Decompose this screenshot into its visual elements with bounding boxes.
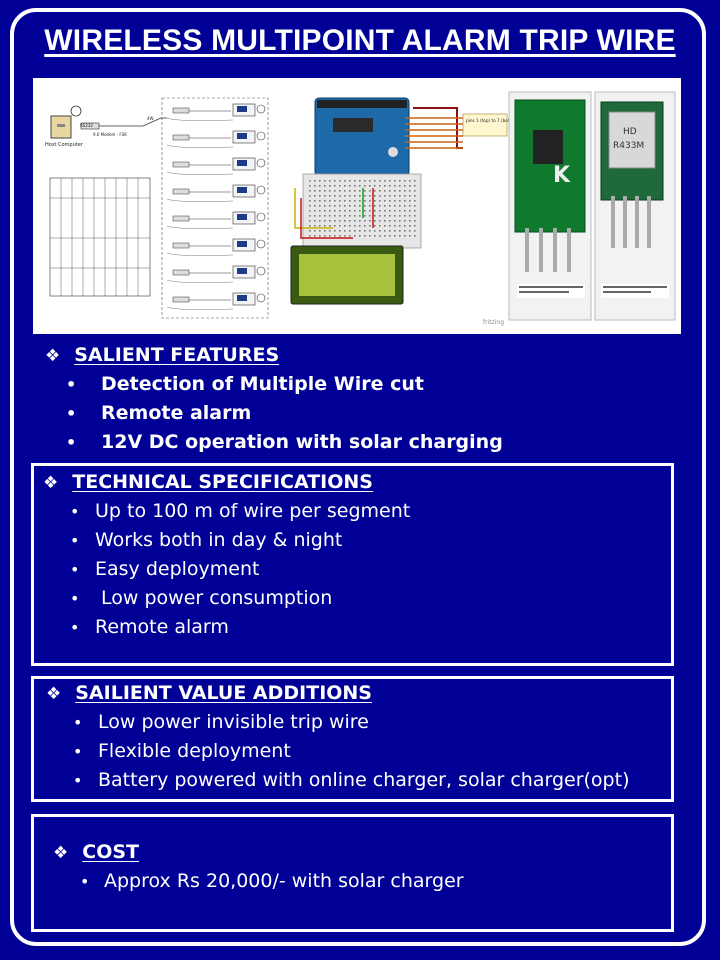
network-node	[166, 265, 266, 283]
network-node	[166, 184, 266, 202]
bullet-icon: •	[66, 433, 77, 452]
value-additions-box	[31, 676, 674, 802]
salient-features-heading: ❖ SALIENT FEATURES	[45, 344, 279, 366]
list-item-text: Low power invisible trip wire	[98, 711, 369, 733]
fritzing-label: fritzing	[483, 319, 504, 326]
rf-receiver-module: K	[508, 91, 592, 321]
network-node	[166, 130, 266, 148]
list-item-text: Easy deployment	[95, 558, 260, 580]
bullet-icon: •	[70, 502, 80, 521]
list-item-text: Remote alarm	[95, 616, 229, 638]
value-additions-heading: ❖ SAILIENT VALUE ADDITIONS	[46, 682, 372, 704]
salient-features-title: SALIENT FEATURES	[74, 344, 280, 366]
page-frame	[10, 8, 706, 946]
cost-title: COST	[82, 841, 139, 863]
network-node	[166, 211, 266, 229]
list-item-text: Remote alarm	[101, 402, 252, 424]
host-modem-label: 9.6 Modem - FSK	[93, 132, 127, 137]
list-item-text: 12V DC operation with solar charging	[101, 431, 503, 453]
host-rs232-label: RS232	[80, 123, 93, 128]
list-item-text: Works both in day & night	[95, 529, 343, 551]
technical-specifications-box	[31, 463, 674, 666]
cost-box	[31, 814, 674, 932]
list-item-text: Approx Rs 20,000/- with solar charger	[104, 870, 464, 892]
arduino-circuit: pins 1 (top) to 7 (bottom) on the 3 x 4 …	[290, 97, 563, 326]
page-title: WIRELESS MULTIPOINT ALARM TRIP WIRE	[44, 24, 676, 57]
cost-heading: ❖ COST	[53, 841, 139, 863]
bullet-icon: •	[73, 713, 83, 732]
bullet-icon: •	[70, 618, 80, 637]
bullet-icon: •	[70, 589, 80, 608]
network-node	[166, 238, 266, 256]
transmitter-chip-line1: HD	[623, 127, 637, 137]
diamond-icon: ❖	[45, 346, 61, 366]
diamond-icon: ❖	[53, 843, 69, 863]
bullet-icon: •	[73, 771, 83, 790]
rf-transmitter-module: HD R433M	[594, 91, 676, 321]
list-item-text: Detection of Multiple Wire cut	[101, 373, 424, 395]
technical-specifications-title: TECHNICAL SPECIFICATIONS	[72, 471, 373, 493]
bullet-icon: •	[80, 872, 90, 891]
bullet-icon: •	[73, 742, 83, 761]
value-additions-title: SAILIENT VALUE ADDITIONS	[75, 682, 372, 704]
link-label: 4W	[147, 116, 154, 121]
bullet-icon: •	[66, 375, 77, 394]
network-node	[166, 103, 266, 121]
list-item-text: Flexible deployment	[98, 740, 291, 762]
transmitter-chip-line2: R433M	[613, 141, 644, 151]
diamond-icon: ❖	[43, 473, 59, 493]
bullet-icon: •	[70, 560, 80, 579]
list-item-text: Low power consumption	[95, 587, 333, 609]
list-item-text: Up to 100 m of wire per segment	[95, 500, 411, 522]
figure-svg: Host Computer RS232 9.6 Modem - FSK 4W	[45, 91, 676, 326]
list-item-text: Battery powered with online charger, sol…	[98, 769, 630, 791]
technical-specifications-heading: ❖ TECHNICAL SPECIFICATIONS	[43, 471, 373, 493]
bullet-icon: •	[66, 404, 77, 423]
network-node	[166, 157, 266, 175]
diamond-icon: ❖	[46, 684, 62, 704]
network-diagram: Host Computer RS232 9.6 Modem - FSK 4W	[45, 97, 269, 319]
spec-table	[49, 177, 151, 297]
node-rows	[166, 103, 266, 310]
network-node	[166, 292, 266, 310]
host-computer-label: Host Computer	[45, 142, 84, 148]
bullet-icon: •	[70, 531, 80, 550]
system-figure: Host Computer RS232 9.6 Modem - FSK 4W	[33, 78, 681, 334]
breadboard-holes	[309, 180, 416, 237]
receiver-chip-label: K	[553, 163, 571, 188]
